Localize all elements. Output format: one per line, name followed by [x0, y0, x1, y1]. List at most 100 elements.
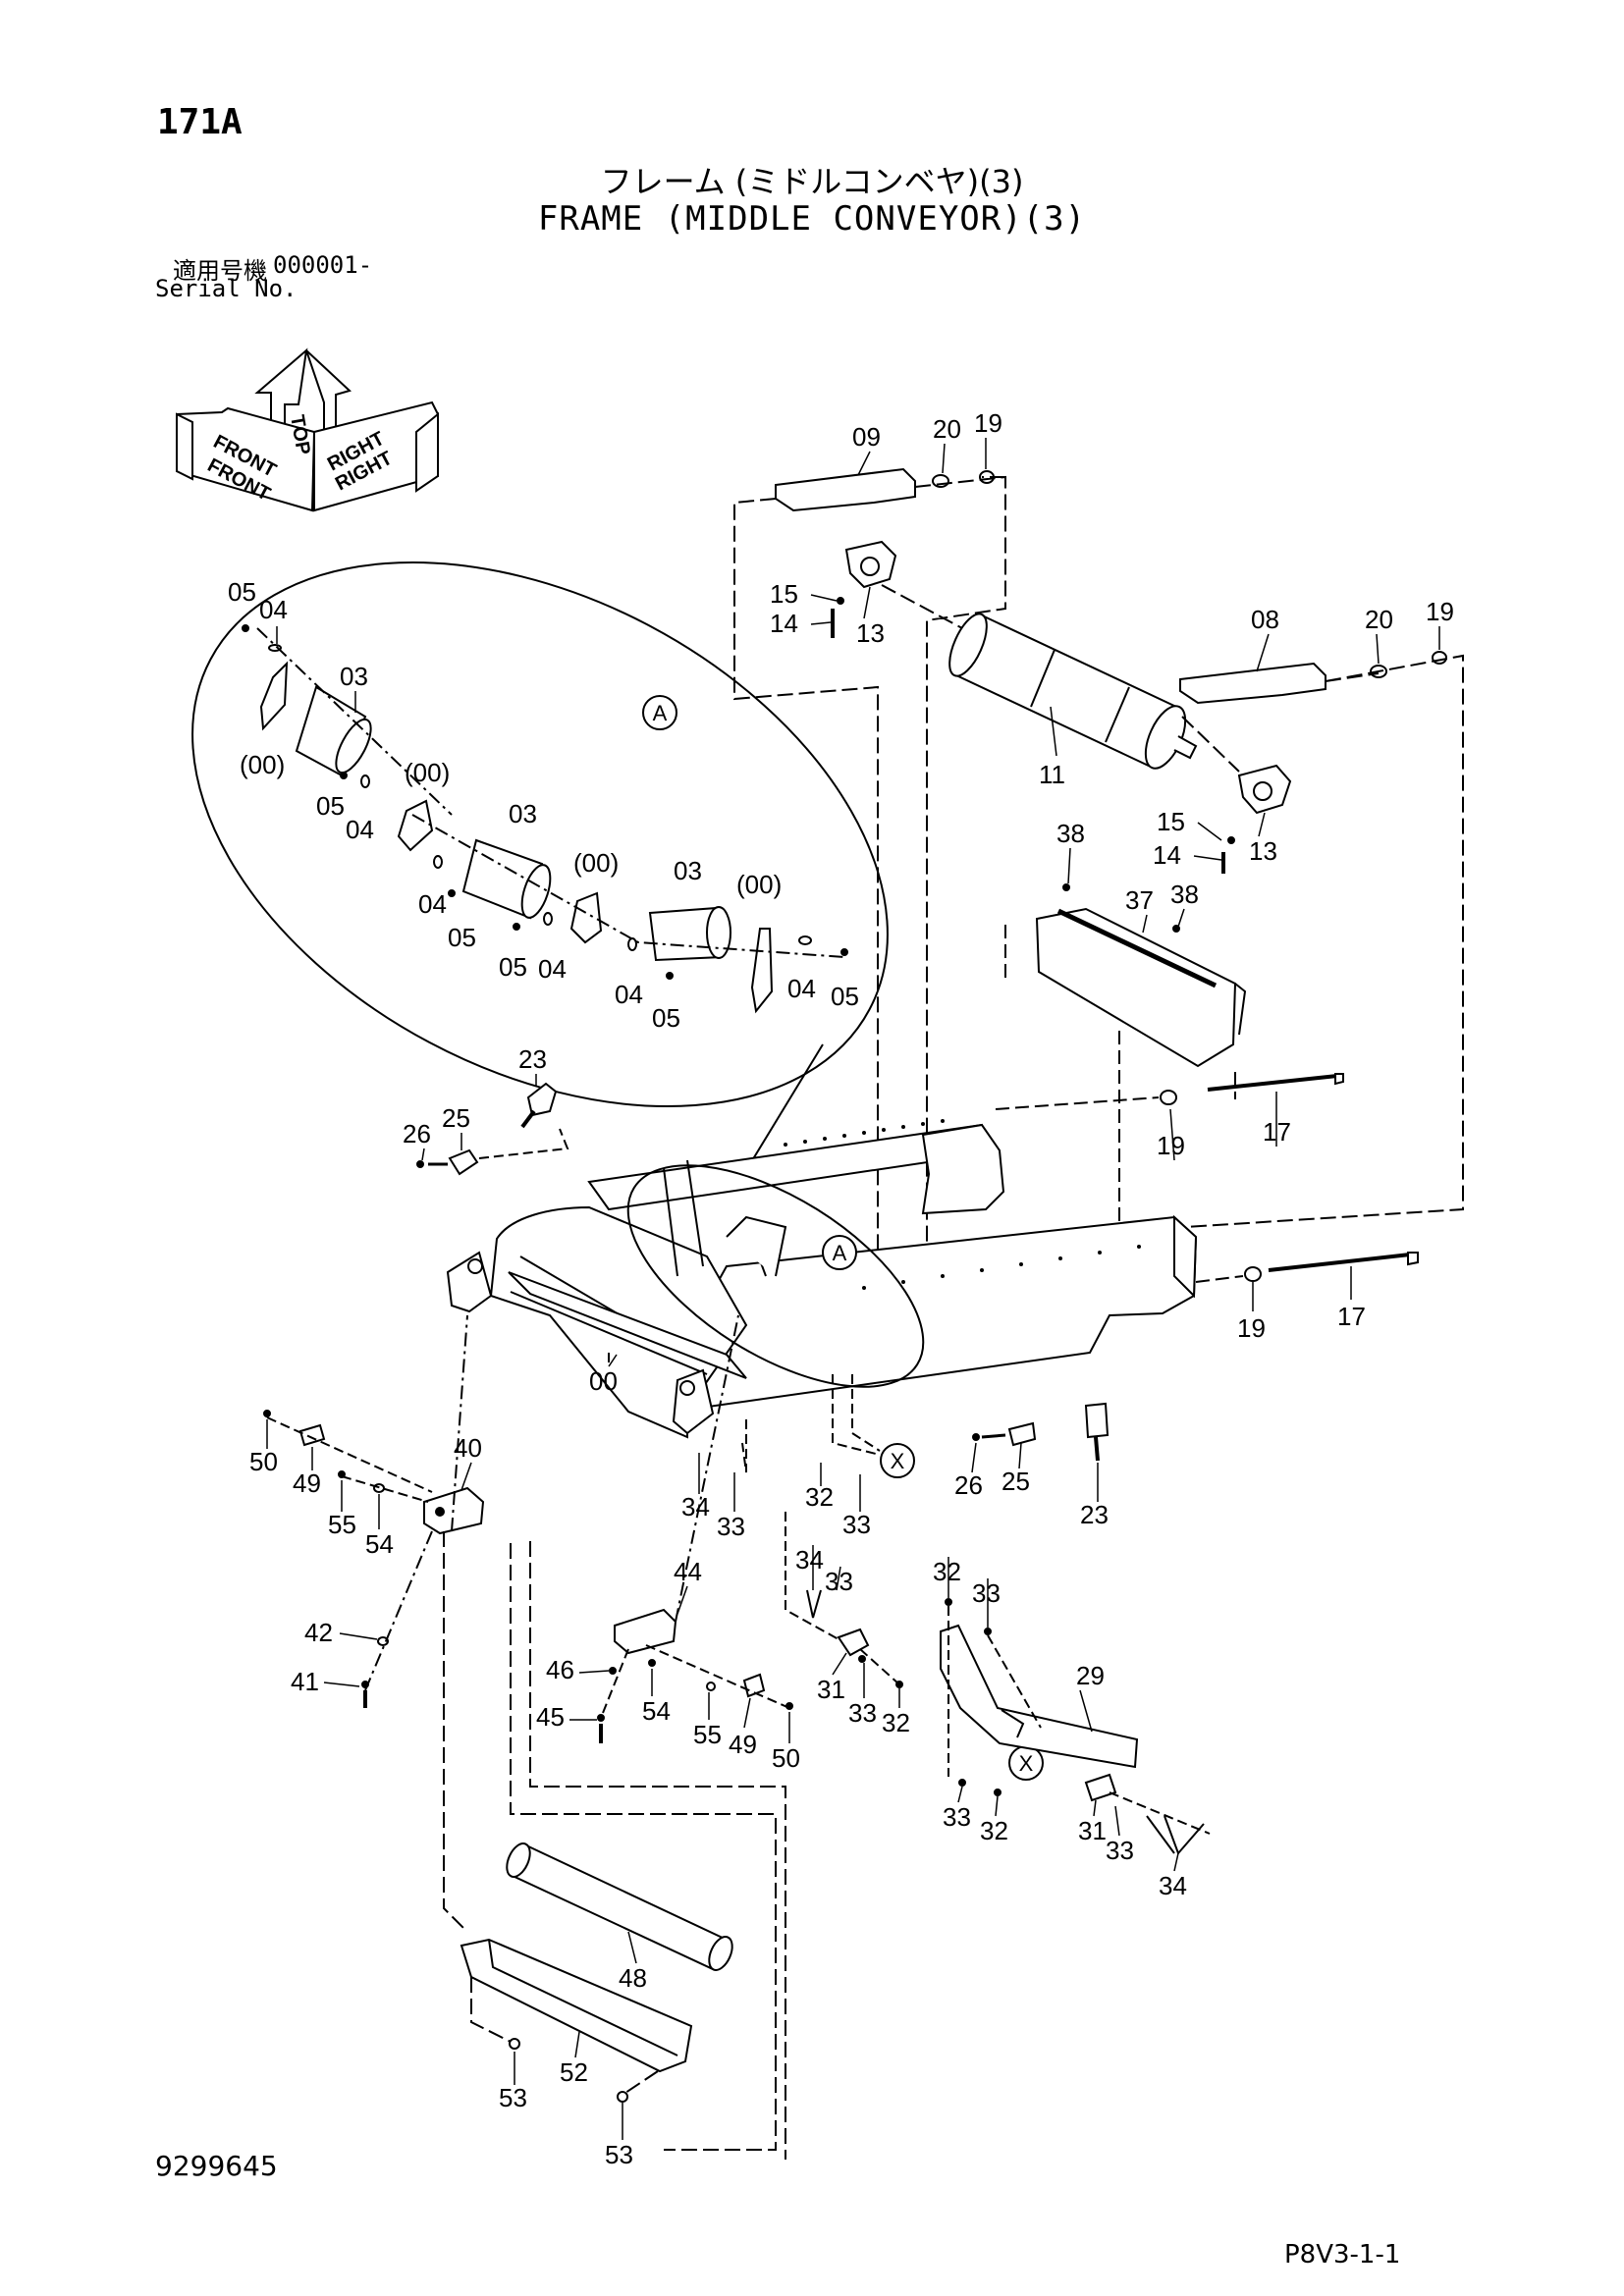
callout-09: 09: [852, 422, 881, 452]
main-frame-00: A: [446, 1119, 1198, 1473]
callout-labels: 09 20 19 15 14 13 08 20 19 11 15 14 13 0…: [228, 408, 1454, 2169]
callout-04: 04: [418, 889, 447, 919]
callout-03: 03: [509, 799, 537, 828]
bracket-25-a: [448, 1148, 479, 1176]
callout-52: 52: [560, 2057, 588, 2087]
callout-33: 33: [842, 1510, 871, 1539]
callout-55: 55: [693, 1720, 722, 1749]
nut-20-a: [932, 474, 949, 488]
callout-05: 05: [499, 952, 527, 982]
return-roller-48: [506, 1842, 733, 1971]
callout-55: 55: [328, 1510, 356, 1539]
washer-42: [377, 1636, 389, 1646]
callout-20: 20: [1365, 605, 1393, 634]
callout-leaders: [266, 438, 1440, 2140]
callout-40: 40: [454, 1433, 482, 1463]
document-number: 9299645: [155, 2150, 278, 2182]
callout-23: 23: [1080, 1500, 1109, 1529]
callout-26: 26: [403, 1119, 431, 1148]
callout-34: 34: [1159, 1871, 1187, 1900]
nut-53-b: [617, 2091, 628, 2103]
serial-label: Serial No.: [155, 275, 298, 302]
callout-49: 49: [293, 1468, 321, 1498]
callout-00: (00): [736, 870, 782, 899]
callout-05: 05: [316, 791, 345, 821]
callout-34: 34: [681, 1492, 710, 1522]
callout-00: 00: [589, 1366, 618, 1396]
callout-00: (00): [240, 750, 285, 779]
detail-a-marker-2: [822, 1235, 857, 1270]
callout-03: 03: [340, 662, 368, 691]
callout-29: 29: [1076, 1661, 1105, 1690]
callout-32: 32: [933, 1557, 961, 1586]
idler-roller-03-a: [295, 685, 372, 777]
callout-32: 32: [882, 1708, 910, 1737]
callout-33: 33: [972, 1578, 1001, 1608]
bracket-00-a: [259, 661, 289, 731]
detail-a-marker: [642, 695, 677, 730]
bracket-00-d: [750, 928, 774, 1014]
detail-a-centerline-2: [411, 814, 845, 958]
bracket-31-b: [1084, 1773, 1117, 1802]
callout-15: 15: [1157, 807, 1185, 836]
callout-46: 46: [546, 1655, 574, 1684]
title-japanese: フレーム (ミドルコンベヤ)(3): [600, 163, 1024, 200]
callout-25: 25: [1001, 1467, 1030, 1496]
head-pulley-guide-lines: [733, 475, 1464, 1306]
roller-guide-lines: [443, 1531, 786, 2160]
bracket-25-b: [1007, 1421, 1037, 1447]
bracket-00-b: [397, 799, 434, 852]
callout-33: 33: [825, 1567, 853, 1596]
callout-45: 45: [536, 1702, 565, 1732]
callout-34: 34: [795, 1545, 824, 1575]
bolt-26-b: [972, 1433, 980, 1441]
detail-a-view: A: [191, 561, 889, 1191]
bolt-washer-set: [242, 624, 848, 980]
nut-53-a: [509, 2038, 520, 2050]
callout-33: 33: [717, 1512, 745, 1541]
head-pulley-11: [948, 613, 1198, 770]
callout-33: 33: [1106, 1836, 1134, 1865]
callout-05: 05: [831, 982, 859, 1011]
callout-44: 44: [674, 1557, 702, 1586]
page-id: 171A: [157, 102, 243, 142]
callout-38: 38: [1170, 880, 1199, 909]
tie-rod-17-b: [1195, 1252, 1419, 1283]
callout-19: 19: [1426, 597, 1454, 626]
detail-x-markers: X X: [832, 1374, 1044, 1781]
callout-20: 20: [933, 414, 961, 444]
callout-13: 13: [856, 618, 885, 648]
callout-32: 32: [980, 1816, 1008, 1845]
callout-50: 50: [249, 1447, 278, 1476]
bracket-00-c: [569, 891, 603, 944]
detail-a-centerline-1: [256, 627, 453, 816]
callout-03: 03: [674, 856, 702, 885]
orientation-indicator: TOP FRONT FRONT RIGHT RIGHT: [176, 347, 439, 512]
callout-19: 19: [1237, 1313, 1266, 1343]
callout-54: 54: [642, 1696, 671, 1726]
callout-17: 17: [1337, 1302, 1366, 1331]
callout-13: 13: [1249, 836, 1277, 866]
callout-25: 25: [442, 1103, 470, 1133]
bumper-23-b: [1084, 1402, 1110, 1439]
callout-08: 08: [1251, 605, 1279, 634]
callout-19: 19: [1157, 1131, 1185, 1160]
serial-number: 000001-: [273, 251, 373, 279]
callout-41: 41: [291, 1667, 319, 1696]
belt-scraper-08: [1179, 662, 1326, 705]
bracket-44-group: [597, 1314, 793, 1743]
bumper-group-right: [972, 1402, 1110, 1462]
guard-37: [1004, 883, 1247, 1256]
callout-50: 50: [772, 1743, 800, 1773]
callout-00: (00): [573, 848, 619, 878]
callout-32: 32: [805, 1482, 834, 1512]
callout-04: 04: [787, 974, 816, 1003]
callout-04: 04: [538, 954, 567, 984]
svg-text:X: X: [1019, 1751, 1034, 1776]
bracket-40-group: [263, 1314, 485, 1708]
callout-15: 15: [770, 579, 798, 609]
detail-a-letter-2: A: [833, 1241, 847, 1265]
detail-a-outline: [191, 561, 889, 1108]
